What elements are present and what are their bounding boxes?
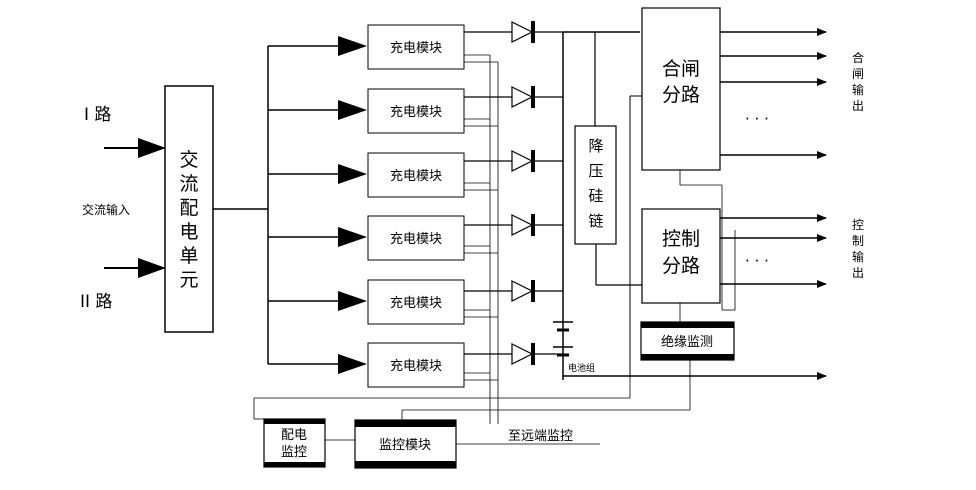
charger-feed-arrowhead xyxy=(338,36,367,56)
diode-icon xyxy=(511,343,534,365)
control-output-char: 控 xyxy=(852,218,864,232)
charge-module-6 xyxy=(367,342,465,388)
charge-module-3 xyxy=(367,152,465,198)
charger-feed-arrowhead xyxy=(338,227,367,247)
control-ellipsis: · · · xyxy=(745,252,769,270)
insulation-monitor-bar xyxy=(641,322,734,328)
charge-module-2 xyxy=(367,88,465,134)
ac-unit-char: 配 xyxy=(179,197,198,219)
insulation-monitor-label: 绝缘监测 xyxy=(661,334,713,350)
charge-module-label: 充电模块 xyxy=(390,231,442,247)
charge-module-label: 充电模块 xyxy=(390,295,442,311)
control-output-char: 制 xyxy=(852,234,864,248)
monitor-module-label: 监控模块 xyxy=(379,438,431,453)
ac-unit-char: 交 xyxy=(179,149,198,171)
monitor-module-bar xyxy=(355,461,456,468)
power-monitor-label: 配电 xyxy=(281,428,307,443)
ac-unit-char: 单 xyxy=(179,245,198,267)
control-branch-label: 控制 xyxy=(662,228,700,250)
insulation-monitor-bar xyxy=(641,354,734,360)
charger-feed-arrowhead xyxy=(338,164,367,184)
control-output-char: 出 xyxy=(852,266,864,280)
ac-unit-char: 电 xyxy=(179,221,198,243)
step-down-char: 链 xyxy=(588,212,603,230)
charger-feed-arrowhead xyxy=(338,354,367,374)
closing-output-char: 闸 xyxy=(852,67,864,81)
charge-module-label: 充电模块 xyxy=(390,104,442,120)
diode-group xyxy=(464,21,563,365)
ac-input-label: 交流输入 xyxy=(82,202,130,217)
control-output-label: 控 制 输 出 xyxy=(852,218,864,280)
ac-unit-char: 流 xyxy=(179,173,198,195)
control-outputs xyxy=(720,214,827,288)
battery-label: 电池组 xyxy=(568,362,595,374)
input-arrowhead-2 xyxy=(138,258,166,278)
charge-module-1 xyxy=(367,24,465,70)
input-line-2-label: II 路 xyxy=(80,292,112,312)
diode-icon xyxy=(511,280,534,302)
power-monitor-bar xyxy=(264,462,325,467)
charger-monitor-lines xyxy=(464,54,499,424)
closing-ellipsis: · · · xyxy=(745,110,769,128)
battery-group: 电池组 xyxy=(553,321,595,374)
diode-icon xyxy=(511,214,534,236)
insulation-monitor xyxy=(640,321,735,361)
control-output-char: 输 xyxy=(852,249,864,264)
closing-output-label: 合 闸 输 出 xyxy=(852,50,864,113)
input-arrowhead-1 xyxy=(138,138,166,158)
monitor-wiring xyxy=(253,360,691,445)
control-branch xyxy=(641,208,721,304)
monitor-module-bar xyxy=(355,420,456,427)
ac-distribution-unit-label: 交 流 配 电 单 元 xyxy=(179,149,198,291)
closing-branch xyxy=(641,7,721,171)
charge-module-label: 充电模块 xyxy=(390,358,442,374)
closing-output-char: 输 xyxy=(852,82,864,97)
input-line-1-label: I 路 xyxy=(84,105,111,125)
ac-unit-char: 元 xyxy=(179,269,198,291)
charge-module-5 xyxy=(367,279,465,325)
step-down-char: 压 xyxy=(588,162,603,180)
monitor-module xyxy=(354,419,457,469)
charge-module-4 xyxy=(367,215,465,261)
closing-branch-label: 合闸 xyxy=(662,58,700,80)
closing-outputs xyxy=(720,28,827,159)
closing-output-char: 合 xyxy=(852,50,864,65)
charge-module-group: 充电模块 充电模块 充电模块 充电模块 充电模块 充电模块 xyxy=(268,24,465,388)
diode-icon xyxy=(511,86,534,108)
ac-distribution-unit xyxy=(164,85,214,333)
power-monitor-label: 监控 xyxy=(281,445,307,460)
step-down-char: 降 xyxy=(588,137,603,155)
charger-feed-arrowhead xyxy=(338,100,367,120)
power-monitor-bar xyxy=(264,419,325,424)
step-down-char: 硅 xyxy=(588,187,603,205)
diode-icon xyxy=(511,21,534,43)
control-branch-label: 分路 xyxy=(662,255,700,277)
charge-module-label: 充电模块 xyxy=(390,168,442,184)
charger-feed-arrowhead xyxy=(338,291,367,311)
closing-output-char: 出 xyxy=(852,99,864,113)
remote-monitor-label: 至远端监控 xyxy=(508,429,573,444)
closing-branch-label: 分路 xyxy=(662,84,700,106)
charge-module-label: 充电模块 xyxy=(390,40,442,56)
diode-icon xyxy=(511,150,534,172)
